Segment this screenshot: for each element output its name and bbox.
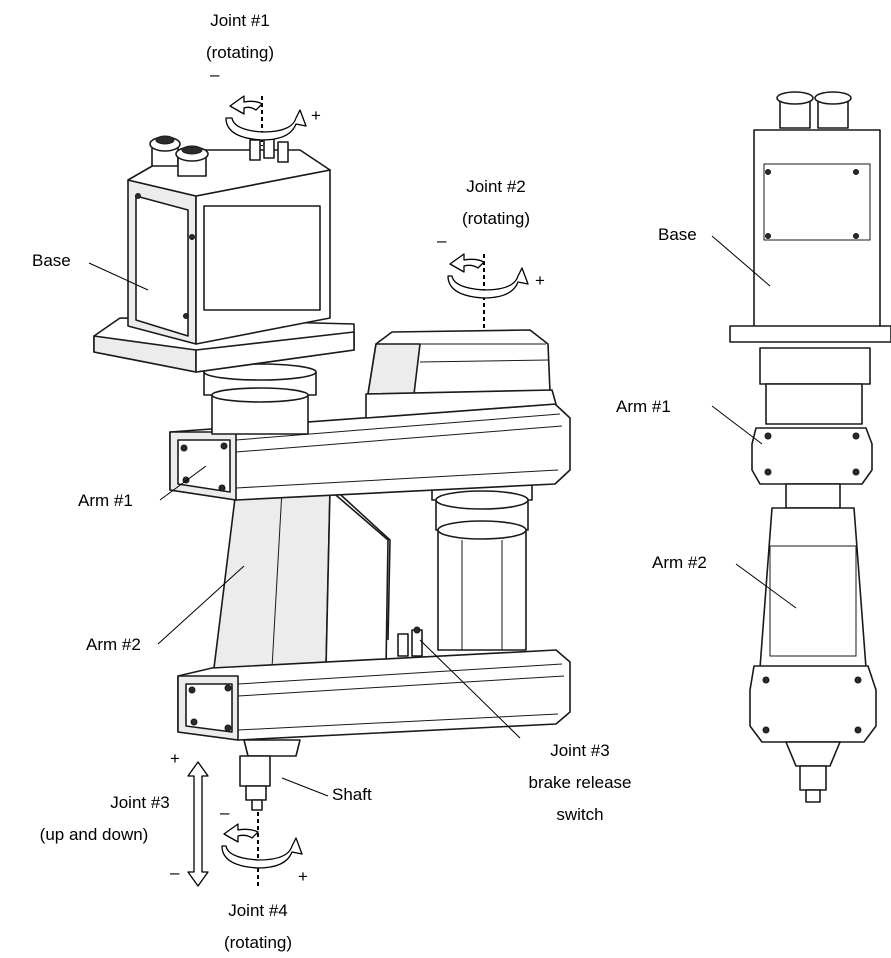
joint1-name-label: Joint #1 [210, 11, 270, 30]
joint4-rotation-arrow [221, 812, 303, 886]
arm2-column [213, 484, 391, 669]
joint2-name-label: Joint #2 [466, 177, 526, 196]
joint4-plus-sign: + [298, 867, 308, 886]
joint3-plus-sign: + [170, 749, 180, 768]
joint2-plus-sign: + [535, 271, 545, 290]
joint1-desc-label: (rotating) [206, 43, 274, 62]
arm2-lower-housing [177, 649, 571, 741]
joint4-minus-sign: – [220, 803, 230, 822]
joint1-minus-sign: – [210, 65, 220, 84]
base-label-left: Base [32, 251, 71, 270]
joint2-motor-cover [365, 329, 557, 419]
base-box [127, 149, 331, 345]
arm2-label-right: Arm #2 [652, 553, 707, 572]
base-label-right: Base [658, 225, 697, 244]
cable-glands [149, 133, 289, 177]
brake-switch-label-line3: switch [556, 805, 603, 824]
joint1-rotation-arrow [225, 95, 307, 146]
arm2-label-left: Arm #2 [86, 635, 141, 654]
arm1-label-left: Arm #1 [78, 491, 133, 510]
shaft-label: Shaft [332, 785, 372, 804]
joint4-desc-label: (rotating) [224, 933, 292, 952]
joint1-cylinder [203, 363, 317, 435]
shaft [239, 739, 301, 811]
joint1-plus-sign: + [311, 106, 321, 125]
joint3-minus-sign: – [170, 863, 180, 882]
joint2-cylinder [431, 477, 533, 651]
joint2-rotation-arrow [447, 253, 529, 330]
joint3-desc-label: (up and down) [40, 825, 149, 844]
arm1-label-right: Arm #1 [616, 397, 671, 416]
joint4-name-label: Joint #4 [228, 901, 288, 920]
leader-lines [88, 235, 797, 797]
joint2-minus-sign: – [437, 231, 447, 250]
joint3-updown-arrow [187, 761, 209, 887]
brake-release-switch [397, 626, 423, 657]
joint3-name-label: Joint #3 [110, 793, 170, 812]
robot-front-view [729, 91, 891, 803]
robot-isometric-view [93, 133, 571, 811]
joint2-desc-label: (rotating) [462, 209, 530, 228]
brake-switch-label-line2: brake release [528, 773, 631, 792]
brake-switch-label-line1: Joint #3 [550, 741, 610, 760]
